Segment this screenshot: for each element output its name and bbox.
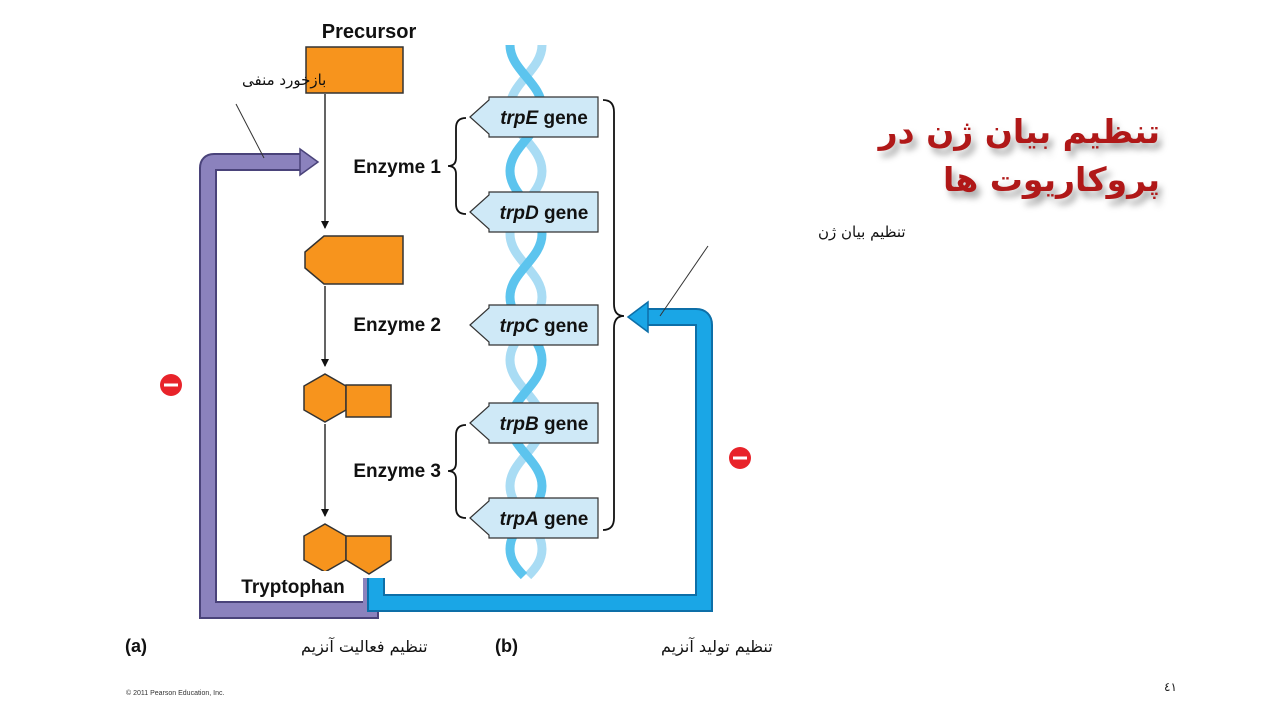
- gene-regulation-callout: [659, 245, 709, 317]
- gene-regulation-label: تنظیم بیان ژن: [818, 223, 906, 241]
- part-b-caption: تنظیم تولید آنزیم: [661, 637, 773, 657]
- svg-text:trpE gene: trpE gene: [500, 108, 588, 129]
- enzyme-braces: [447, 117, 467, 519]
- gene-trpe: trpE gene: [469, 96, 599, 138]
- part-a-letter: (a): [125, 636, 147, 656]
- intermediate-molecule-1: [304, 235, 404, 285]
- svg-text:trpA gene: trpA gene: [500, 509, 589, 530]
- svg-text:trpB gene: trpB gene: [500, 414, 589, 435]
- operon-brace: [602, 99, 625, 531]
- negative-feedback-label: بازخورد منفی: [242, 71, 326, 89]
- gene-trpa: trpA gene: [469, 497, 599, 539]
- enzyme-1-label: Enzyme 1: [353, 157, 441, 178]
- precursor-label: Precursor: [322, 21, 417, 43]
- part-a-caption: تنظیم فعالیت آنزیم: [301, 637, 428, 657]
- svg-text:trpD gene: trpD gene: [500, 203, 589, 224]
- tryptophan-molecule: [303, 523, 392, 575]
- inhibition-icon-activity: [160, 374, 182, 396]
- gene-trpc: trpC gene: [469, 304, 599, 346]
- precursor-molecule: [305, 46, 404, 94]
- enzyme-2-label: Enzyme 2: [353, 315, 441, 336]
- gene-trpb: trpB gene: [469, 402, 599, 444]
- slide-title-line-1: تنظیم بیان ژن در: [878, 112, 1160, 151]
- enzyme-activity-feedback-arrow: [199, 147, 379, 619]
- tryptophan-label: Tryptophan: [241, 577, 344, 598]
- svg-text:trpC gene: trpC gene: [500, 316, 589, 337]
- slide-title: تنظیم بیان ژن در پروکاریوت ها: [860, 108, 1160, 204]
- page-number: ٤١: [1164, 680, 1177, 694]
- part-b-letter: (b): [495, 636, 518, 656]
- gene-expression-feedback-arrow: [367, 300, 713, 612]
- enzyme-3-label: Enzyme 3: [353, 461, 441, 482]
- inhibition-icon-production: [729, 447, 751, 469]
- tryptophan-label-bg: [223, 571, 363, 601]
- negative-feedback-callout: [235, 103, 265, 159]
- intermediate-molecule-2: [303, 373, 392, 423]
- gene-trpd: trpD gene: [469, 191, 599, 233]
- copyright-notice: © 2011 Pearson Education, Inc.: [126, 690, 225, 697]
- slide-title-line-2: پروکاریوت ها: [942, 160, 1160, 199]
